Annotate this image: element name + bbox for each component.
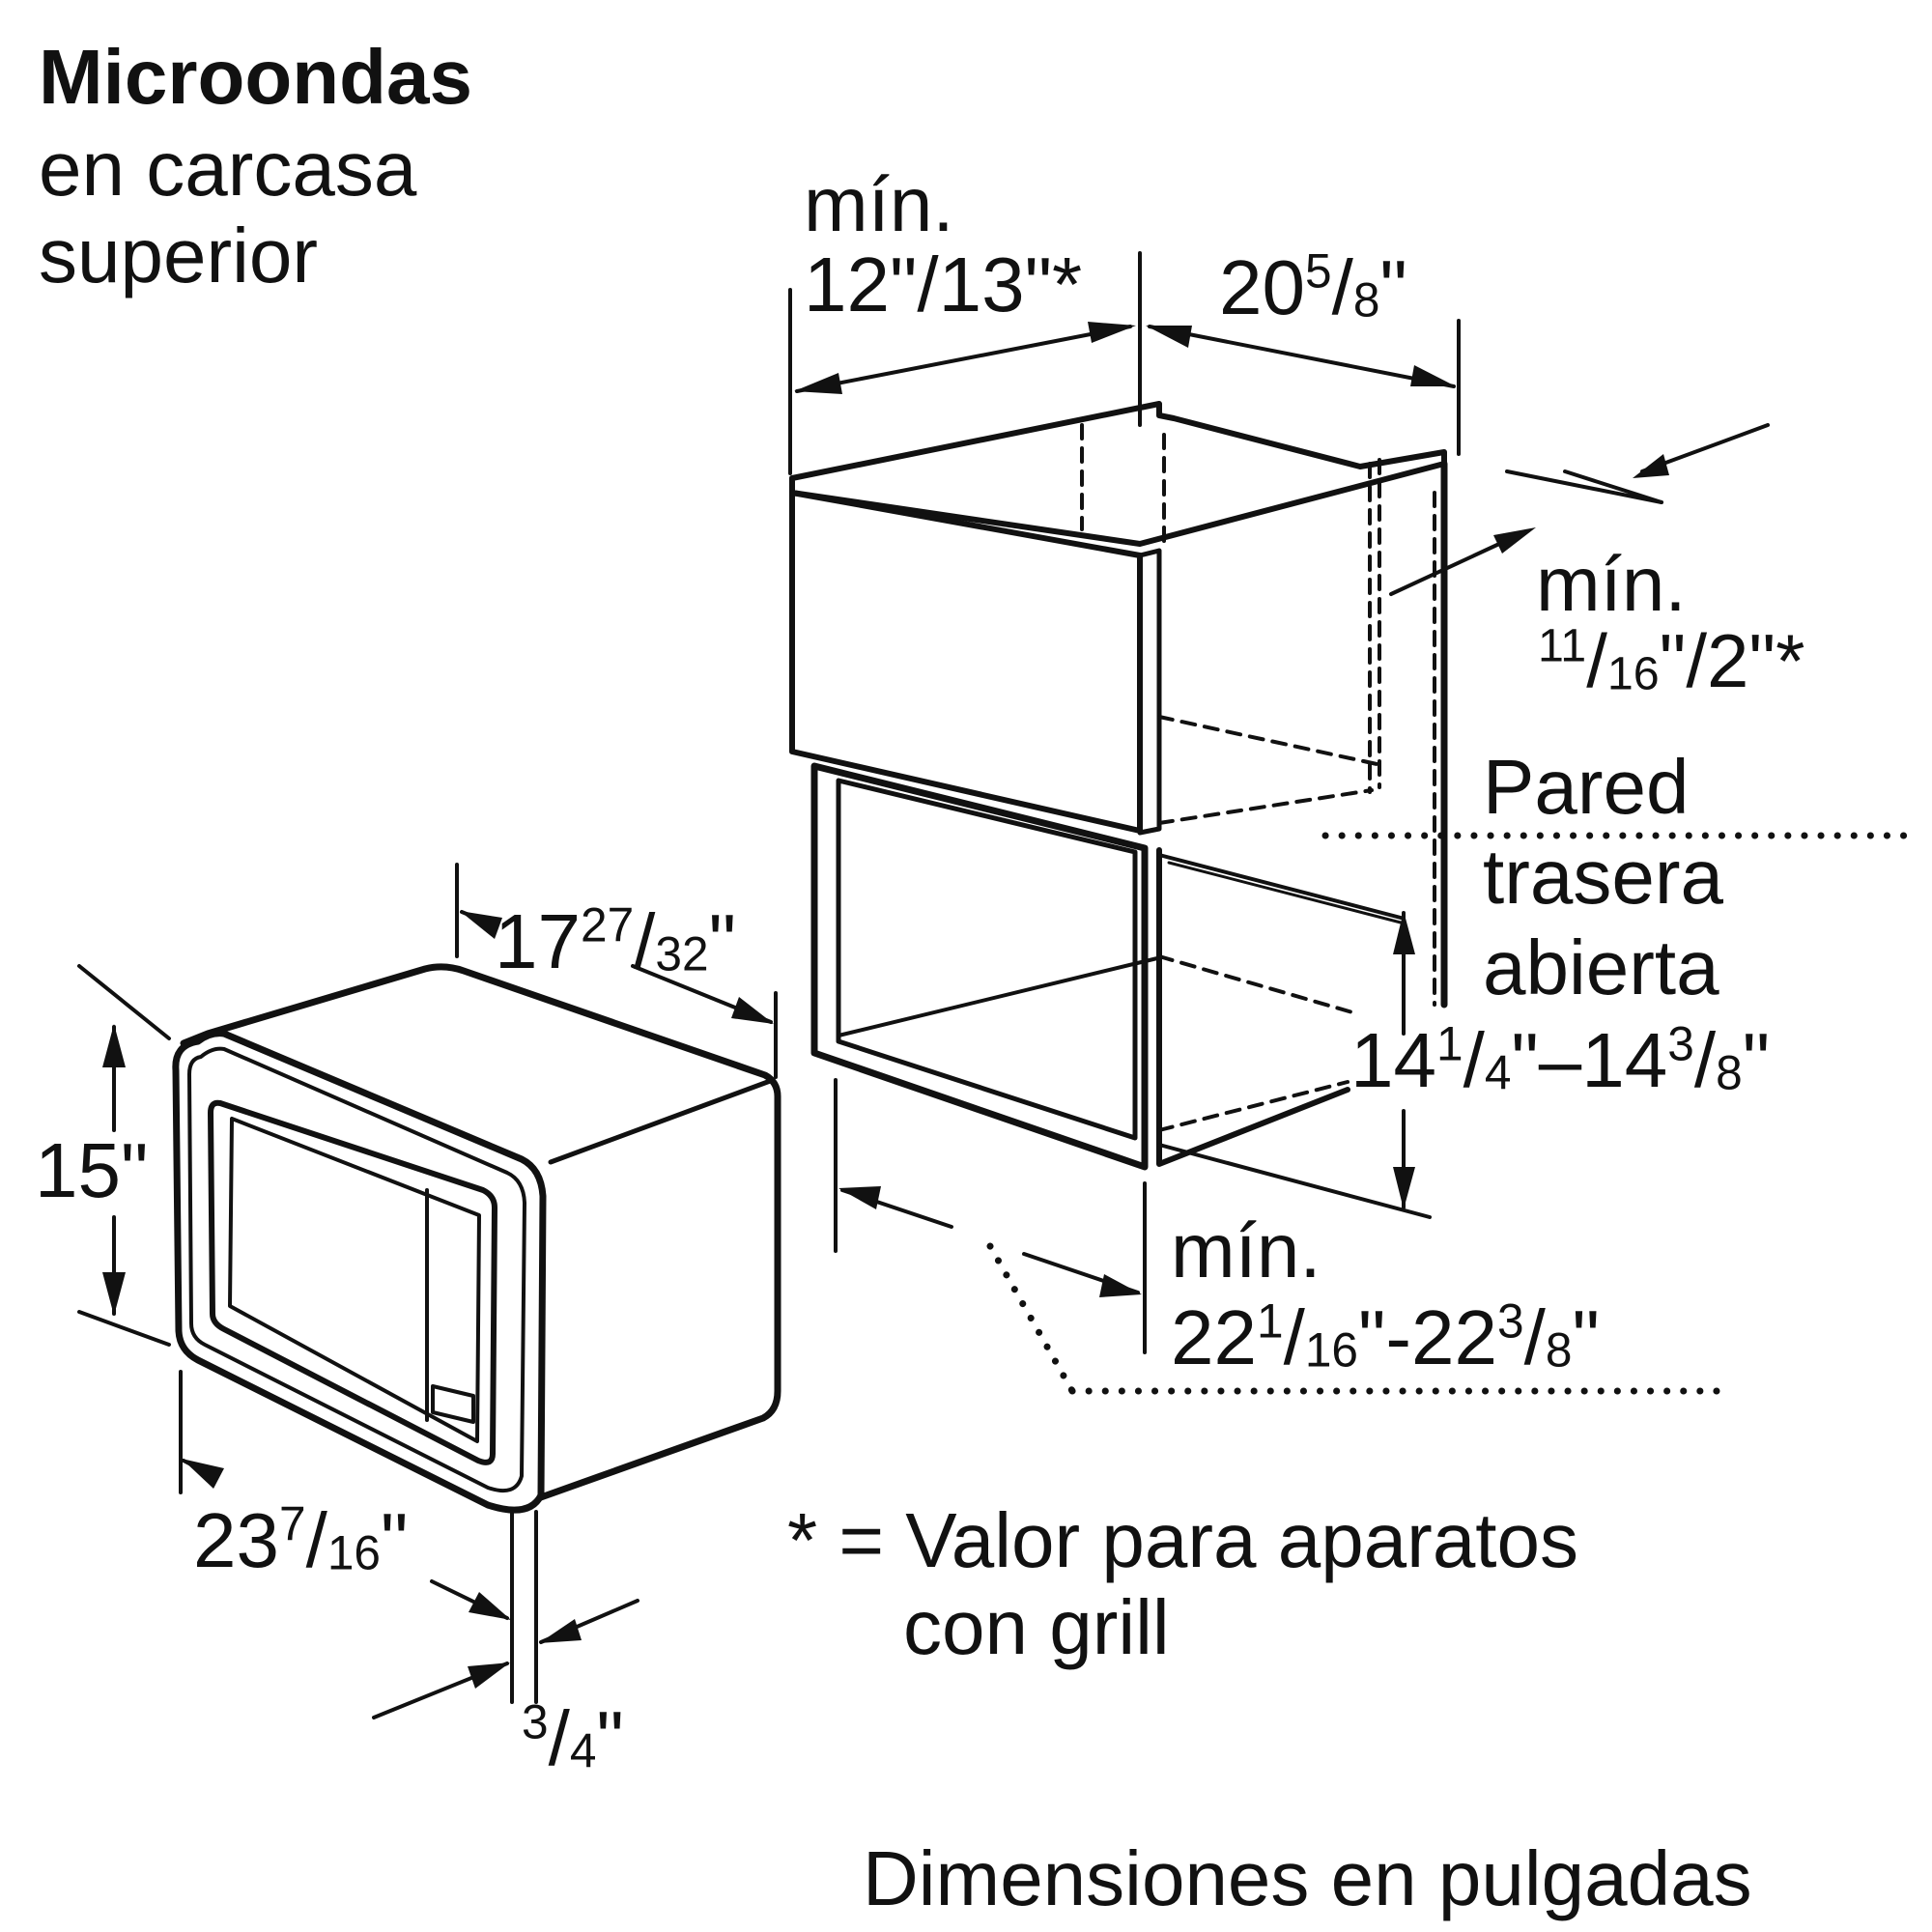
gap-min-label: mín. xyxy=(1536,541,1687,627)
dotted-reference-lines xyxy=(986,832,1912,1395)
footnote-line-2: con grill xyxy=(903,1584,1170,1670)
microwave-body xyxy=(180,963,781,1501)
microwave-width-dim: 237/16" xyxy=(193,1496,409,1583)
title-subline-1: en carcasa xyxy=(39,126,417,212)
wall-label-line-3: abierta xyxy=(1483,924,1719,1010)
cabinet-opening-inner xyxy=(836,778,1138,1141)
title-heading: Microondas xyxy=(39,34,472,120)
microwave-window xyxy=(208,1099,497,1465)
gap-min-value: 11/16"/2"* xyxy=(1538,618,1805,703)
microwave-front-frame xyxy=(172,1030,547,1514)
microwave-front-frame-inner xyxy=(187,1046,526,1492)
top-min-label: mín. xyxy=(804,161,954,247)
depth-min-value: 221/16"-223/8" xyxy=(1171,1293,1600,1380)
frame-thickness-dim: 3/4" xyxy=(522,1694,624,1781)
cabinet-width-dim: 205/8" xyxy=(1219,243,1407,330)
opening-height-dim: 141/4"–143/8" xyxy=(1350,1016,1771,1103)
units-caption: Dimensiones en pulgadas xyxy=(863,1835,1752,1921)
title-subline-2: superior xyxy=(39,213,319,298)
dimension-lines xyxy=(77,251,1770,1719)
cabinet-opening xyxy=(810,762,1149,1171)
microwave-drawing xyxy=(172,963,781,1514)
wall-label-line-2: trasera xyxy=(1483,834,1723,920)
microwave-height-dim: 15" xyxy=(35,1127,149,1213)
footnote-line-1: * = Valor para aparatos xyxy=(787,1497,1579,1583)
cabinet-top xyxy=(789,401,1447,547)
microwave-depth-dim: 1727/32" xyxy=(495,897,736,984)
microwave-control-panel xyxy=(431,1384,475,1424)
top-min-value: 12"/13"* xyxy=(804,242,1083,327)
depth-min-label: mín. xyxy=(1171,1208,1321,1293)
cabinet-drawing xyxy=(789,401,1448,1171)
wall-label-line-1: Pared xyxy=(1483,744,1690,830)
